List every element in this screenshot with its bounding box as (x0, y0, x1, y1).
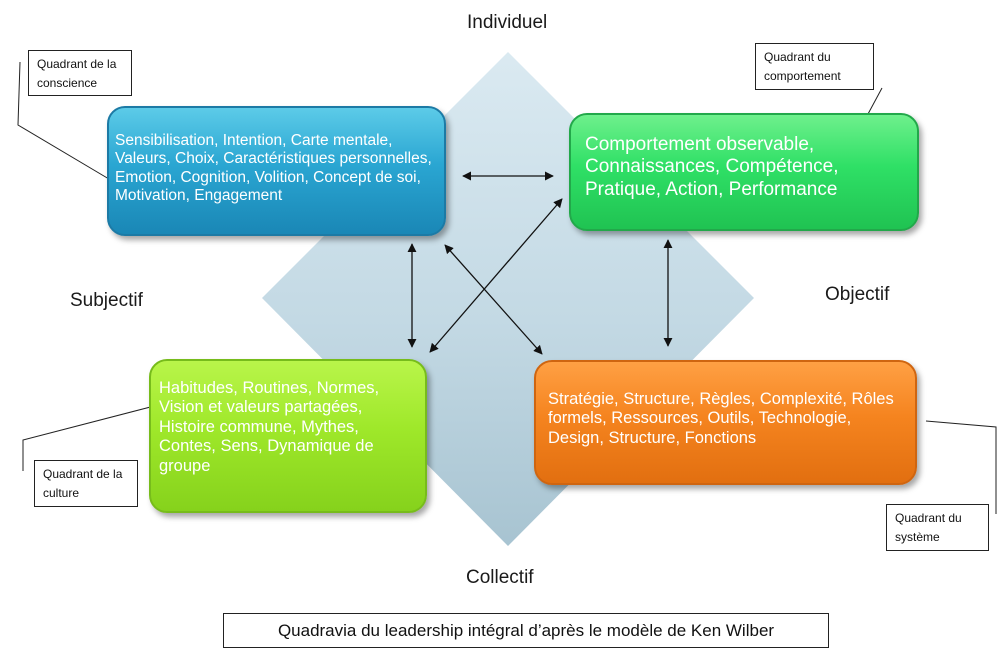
callout-comportement-text: Quadrant du comportement (764, 50, 841, 84)
callout-systeme: Quadrant du système (886, 504, 989, 551)
quadrant-upper-right-text: Comportement observable, Connaissances, … (585, 134, 839, 200)
callout-comportement: Quadrant du comportement (755, 43, 874, 90)
axis-label-subjectif: Subjectif (70, 290, 143, 311)
quadrant-lower-right: Stratégie, Structure, Règles, Complexité… (534, 360, 917, 485)
quadrant-upper-right: Comportement observable, Connaissances, … (569, 113, 919, 231)
callout-line-systeme (925, 420, 997, 514)
callout-line-comportement (867, 87, 883, 115)
axis-label-objectif: Objectif (825, 284, 890, 305)
quadrant-upper-left-text: Sensibilisation, Intention, Carte mental… (115, 132, 432, 204)
callout-conscience-text: Quadrant de la conscience (37, 57, 117, 91)
callout-systeme-text: Quadrant du système (895, 511, 962, 545)
quadrant-lower-left-text: Habitudes, Routines, Normes, Vision et v… (159, 379, 380, 475)
figure-caption: Quadravia du leadership intégral d’après… (223, 613, 829, 648)
callout-culture-text: Quadrant de la culture (43, 467, 123, 501)
quadrant-upper-left: Sensibilisation, Intention, Carte mental… (107, 106, 446, 236)
callout-line-conscience (17, 61, 115, 183)
quadrant-lower-left: Habitudes, Routines, Normes, Vision et v… (149, 359, 427, 513)
quadrant-lower-right-text: Stratégie, Structure, Règles, Complexité… (548, 390, 894, 447)
axis-label-collectif: Collectif (466, 567, 534, 588)
callout-line-culture (22, 403, 163, 471)
arrow-diagonal-upper-right-lower-left (429, 198, 563, 353)
callout-culture: Quadrant de la culture (34, 460, 138, 507)
callout-conscience: Quadrant de la conscience (28, 50, 132, 96)
axis-label-individuel: Individuel (467, 12, 548, 33)
